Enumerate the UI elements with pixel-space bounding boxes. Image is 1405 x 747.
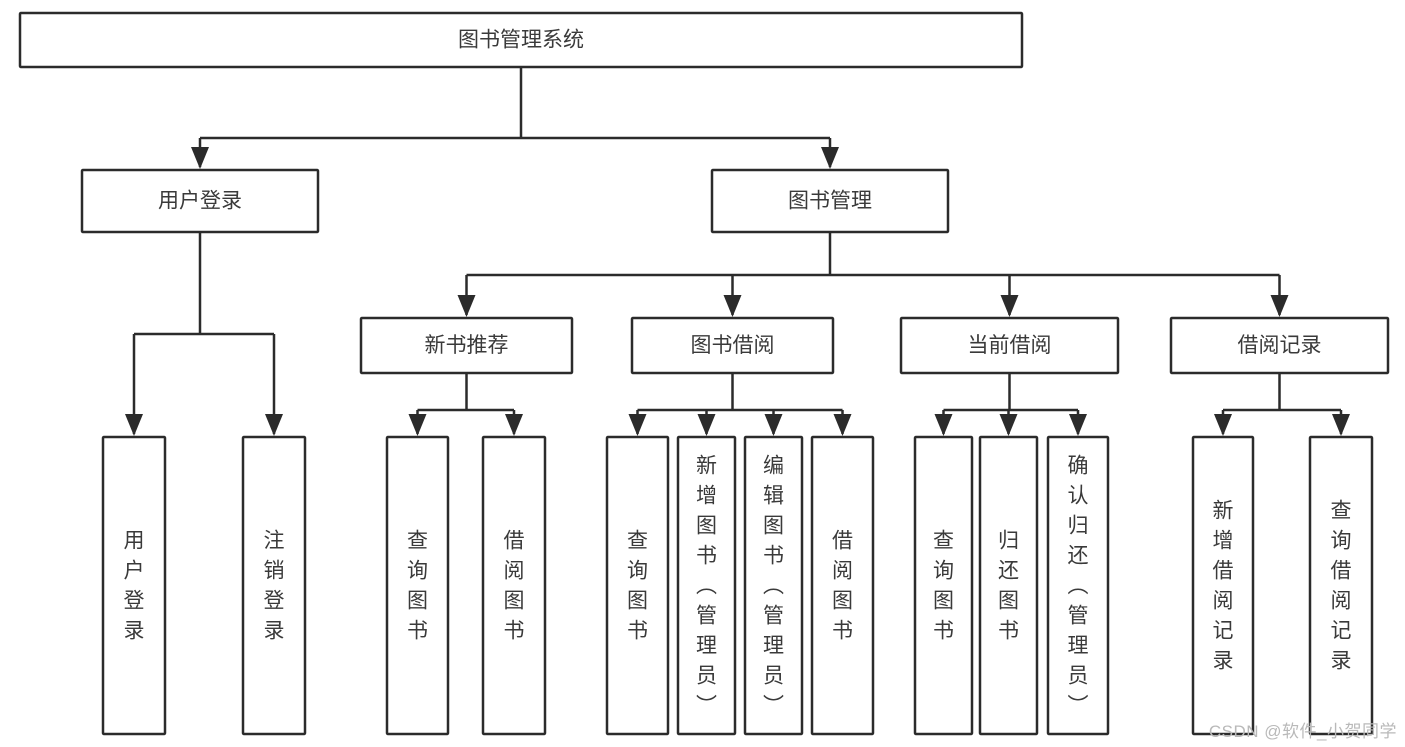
node-leaf-9-归还图书[interactable]: 归还图书 bbox=[978, 435, 1039, 736]
node-leaf-7-借阅图书-label: 借阅图书 bbox=[832, 530, 853, 643]
arrow-to-level3-1 bbox=[723, 295, 742, 317]
node-leaf-8-查询图书-rect[interactable] bbox=[913, 435, 974, 736]
node-leaf-1-注销登录[interactable]: 注销登录 bbox=[241, 435, 307, 736]
node-level3-借阅记录-rect[interactable] bbox=[1169, 316, 1390, 375]
node-leaf-5-新增图书管理员-rect[interactable] bbox=[676, 435, 737, 736]
node-leaf-9-归还图书-rect[interactable] bbox=[978, 435, 1039, 736]
node-leaf-12-查询借阅记录-label: 查询借阅记录 bbox=[1331, 500, 1352, 673]
arrow-to-leaf-current-0 bbox=[934, 414, 953, 436]
node-leaf-5-新增图书管理员[interactable]: 新增图书︵管理员︶ bbox=[676, 435, 737, 736]
node-leaf-10-确认归还管理员-rect[interactable] bbox=[1046, 435, 1110, 736]
node-leaf-12-查询借阅记录[interactable]: 查询借阅记录 bbox=[1308, 435, 1374, 736]
arrow-to-level2-1 bbox=[821, 147, 839, 169]
node-level3-图书借阅-label: 图书借阅 bbox=[691, 334, 775, 357]
node-level3-借阅记录[interactable]: 借阅记录 bbox=[1169, 316, 1390, 375]
arrow-to-leaf-newbook-0 bbox=[408, 414, 427, 436]
node-leaf-7-借阅图书-rect[interactable] bbox=[810, 435, 875, 736]
node-root-图书管理系统[interactable]: 图书管理系统 bbox=[18, 11, 1024, 69]
arrow-to-leaf-login-0 bbox=[125, 414, 143, 436]
node-level3-新书推荐-rect[interactable] bbox=[359, 316, 574, 375]
node-level3-当前借阅[interactable]: 当前借阅 bbox=[899, 316, 1120, 375]
node-leaf-11-新增借阅记录-label: 新增借阅记录 bbox=[1213, 500, 1234, 673]
node-leaf-1-注销登录-label: 注销登录 bbox=[264, 530, 285, 643]
arrow-to-leaf-record-1 bbox=[1332, 414, 1350, 436]
arrow-to-leaf-current-1 bbox=[999, 414, 1018, 436]
node-leaf-2-查询图书[interactable]: 查询图书 bbox=[385, 435, 450, 736]
node-leaf-0-用户登录-label: 用户登录 bbox=[124, 530, 145, 643]
node-leaf-3-借阅图书[interactable]: 借阅图书 bbox=[481, 435, 547, 736]
node-leaf-4-查询图书[interactable]: 查询图书 bbox=[605, 435, 670, 736]
node-leaf-6-编辑图书管理员-rect[interactable] bbox=[743, 435, 804, 736]
node-leaf-4-查询图书-rect[interactable] bbox=[605, 435, 670, 736]
arrow-to-level3-3 bbox=[1270, 295, 1289, 317]
node-level3-借阅记录-label: 借阅记录 bbox=[1238, 334, 1322, 357]
arrow-to-leaf-login-1 bbox=[265, 414, 283, 436]
node-leaf-3-借阅图书-rect[interactable] bbox=[481, 435, 547, 736]
node-leaf-12-查询借阅记录-rect[interactable] bbox=[1308, 435, 1374, 736]
node-level2-图书管理-label: 图书管理 bbox=[788, 190, 872, 213]
arrow-to-level2-0 bbox=[191, 147, 209, 169]
arrow-to-leaf-borrow-2 bbox=[764, 414, 783, 436]
node-leaf-2-查询图书-rect[interactable] bbox=[385, 435, 450, 736]
node-root-图书管理系统-rect[interactable] bbox=[18, 11, 1024, 69]
node-leaf-1-注销登录-rect[interactable] bbox=[241, 435, 307, 736]
connector-lines bbox=[125, 67, 1350, 436]
node-level3-图书借阅-rect[interactable] bbox=[630, 316, 835, 375]
node-root-图书管理系统-label: 图书管理系统 bbox=[458, 29, 584, 52]
node-leaf-11-新增借阅记录-rect[interactable] bbox=[1191, 435, 1255, 736]
node-leaf-11-新增借阅记录[interactable]: 新增借阅记录 bbox=[1191, 435, 1255, 736]
node-level2-图书管理-rect[interactable] bbox=[710, 168, 950, 234]
arrow-to-leaf-borrow-0 bbox=[628, 414, 647, 436]
node-leaf-0-用户登录[interactable]: 用户登录 bbox=[101, 435, 167, 736]
diagram-nodes: 图书管理系统用户登录图书管理新书推荐图书借阅当前借阅借阅记录用户登录注销登录查询… bbox=[18, 11, 1390, 736]
node-leaf-2-查询图书-label: 查询图书 bbox=[407, 530, 428, 643]
node-leaf-3-借阅图书-label: 借阅图书 bbox=[504, 530, 525, 643]
node-leaf-4-查询图书-label: 查询图书 bbox=[627, 530, 648, 643]
node-leaf-8-查询图书-label: 查询图书 bbox=[933, 530, 954, 643]
arrow-to-leaf-current-2 bbox=[1069, 414, 1087, 436]
arrow-to-leaf-record-0 bbox=[1214, 414, 1232, 436]
node-leaf-8-查询图书[interactable]: 查询图书 bbox=[913, 435, 974, 736]
arrow-to-leaf-newbook-1 bbox=[505, 414, 523, 436]
node-level2-图书管理[interactable]: 图书管理 bbox=[710, 168, 950, 234]
node-leaf-10-确认归还管理员[interactable]: 确认归还︵管理员︶ bbox=[1046, 435, 1110, 736]
node-level2-用户登录-label: 用户登录 bbox=[158, 190, 242, 213]
node-level2-用户登录-rect[interactable] bbox=[80, 168, 320, 234]
node-leaf-0-用户登录-rect[interactable] bbox=[101, 435, 167, 736]
node-level3-当前借阅-label: 当前借阅 bbox=[968, 334, 1052, 357]
arrow-to-level3-0 bbox=[457, 295, 476, 317]
node-leaf-9-归还图书-label: 归还图书 bbox=[998, 530, 1019, 643]
node-leaf-5-新增图书管理员-label: 新增图书︵管理员︶ bbox=[696, 455, 717, 718]
arrow-to-leaf-borrow-1 bbox=[697, 414, 716, 436]
node-level2-用户登录[interactable]: 用户登录 bbox=[80, 168, 320, 234]
node-level3-当前借阅-rect[interactable] bbox=[899, 316, 1120, 375]
arrow-to-leaf-borrow-3 bbox=[833, 414, 852, 436]
node-level3-图书借阅[interactable]: 图书借阅 bbox=[630, 316, 835, 375]
node-leaf-6-编辑图书管理员[interactable]: 编辑图书︵管理员︶ bbox=[743, 435, 804, 736]
node-leaf-6-编辑图书管理员-label: 编辑图书︵管理员︶ bbox=[763, 455, 784, 718]
node-leaf-10-确认归还管理员-label: 确认归还︵管理员︶ bbox=[1068, 455, 1089, 718]
arrow-to-level3-2 bbox=[1000, 295, 1019, 317]
node-level3-新书推荐[interactable]: 新书推荐 bbox=[359, 316, 574, 375]
node-level3-新书推荐-label: 新书推荐 bbox=[425, 334, 509, 357]
node-leaf-7-借阅图书[interactable]: 借阅图书 bbox=[810, 435, 875, 736]
